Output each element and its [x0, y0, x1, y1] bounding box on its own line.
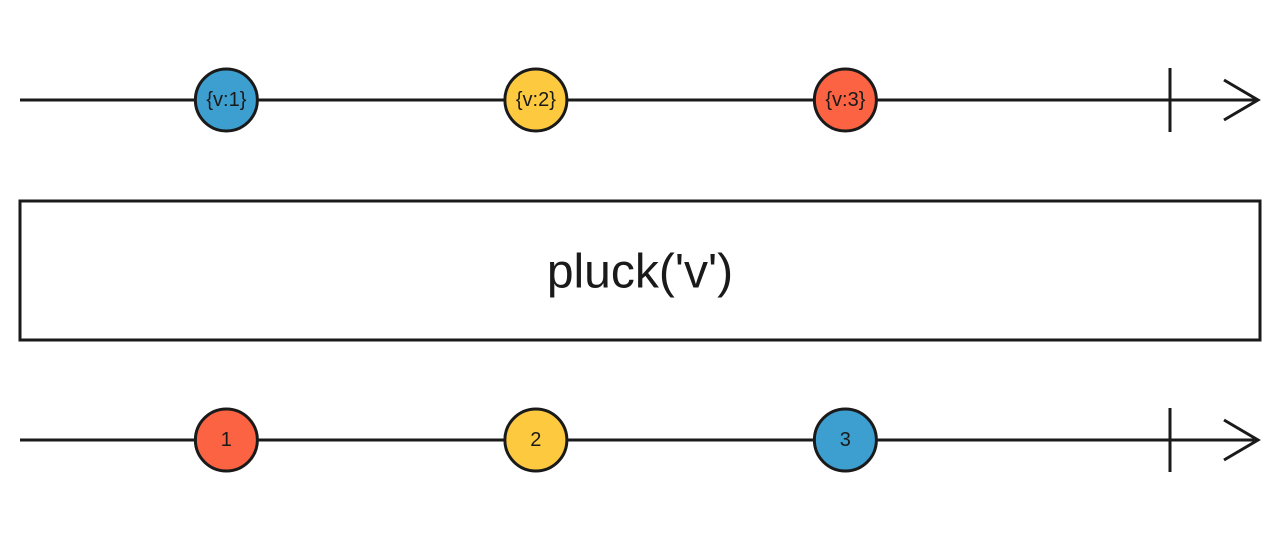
input-marble-circle — [812, 67, 878, 133]
input-marble: {v:3} — [812, 67, 878, 133]
output-marble: 3 — [812, 407, 878, 473]
input-marble-circle — [193, 67, 259, 133]
input-marble-label: {v:1} — [206, 89, 246, 111]
output-marble-label: 1 — [221, 429, 232, 451]
output-marble-circle — [812, 407, 878, 473]
operator-box-frame — [18, 199, 1262, 342]
input-marble: {v:2} — [503, 67, 569, 133]
output-marble-label: 3 — [840, 429, 851, 451]
output-marble: 1 — [193, 407, 259, 473]
output-stream: 1 2 3 — [20, 407, 1261, 473]
output-marble-circle — [503, 407, 569, 473]
input-timeline-arrow-icon — [1223, 78, 1261, 122]
input-marble-label: {v:3} — [825, 89, 865, 111]
input-marble-circle — [503, 67, 569, 133]
input-stream: {v:1} {v:2} {v:3} — [20, 67, 1261, 133]
input-marble: {v:1} — [193, 67, 259, 133]
output-timeline-arrow-icon — [1223, 418, 1261, 462]
operator-label: pluck('v') — [547, 246, 733, 299]
input-marble-label: {v:2} — [516, 89, 556, 111]
output-marble: 2 — [503, 407, 569, 473]
output-marble-circle — [193, 407, 259, 473]
operator-box: pluck('v') — [18, 199, 1262, 342]
output-marble-label: 2 — [530, 429, 541, 451]
